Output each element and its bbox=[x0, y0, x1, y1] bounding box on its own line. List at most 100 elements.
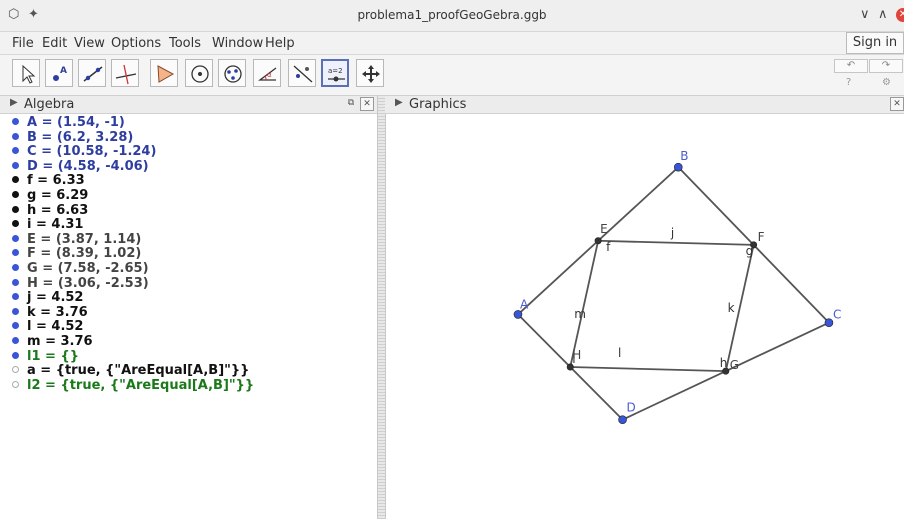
point-F[interactable] bbox=[750, 241, 758, 249]
algebra-row[interactable]: F = (8.39, 1.02) bbox=[12, 246, 141, 261]
graphics-panel-title: Graphics bbox=[409, 97, 467, 112]
algebra-row[interactable]: m = 3.76 bbox=[12, 334, 93, 349]
maximize-icon[interactable]: ∧ bbox=[878, 7, 888, 22]
point-G[interactable] bbox=[722, 367, 730, 375]
menu-file[interactable]: File bbox=[12, 36, 34, 51]
slider-tool-label: a=2 bbox=[328, 67, 343, 75]
algebra-row[interactable]: B = (6.2, 3.28) bbox=[12, 130, 133, 145]
minimize-icon[interactable]: ∨ bbox=[860, 7, 870, 22]
panel-splitter[interactable] bbox=[377, 96, 386, 519]
visibility-toggle-icon[interactable] bbox=[12, 307, 19, 315]
algebra-row[interactable]: g = 6.29 bbox=[12, 188, 88, 203]
point-H[interactable] bbox=[566, 363, 574, 371]
algebra-panel-header: ▶ Algebra ⧉ ✕ bbox=[0, 96, 377, 114]
visibility-toggle-icon[interactable] bbox=[12, 234, 19, 242]
segment-m[interactable] bbox=[569, 240, 600, 368]
visibility-toggle-icon[interactable] bbox=[12, 147, 19, 155]
move-tool-icon[interactable] bbox=[12, 59, 40, 87]
algebra-row-text: H = (3.06, -2.53) bbox=[27, 275, 149, 291]
algebra-row-text: C = (10.58, -1.24) bbox=[27, 144, 157, 160]
perpendicular-line-tool-icon[interactable] bbox=[111, 59, 139, 87]
segment-l[interactable] bbox=[570, 366, 726, 373]
menu-help[interactable]: Help bbox=[265, 36, 295, 51]
geogebra-logo-icon: ⬡ bbox=[8, 7, 20, 22]
close-graphics-icon[interactable]: ✕ bbox=[890, 97, 904, 111]
visibility-toggle-icon[interactable] bbox=[12, 161, 19, 169]
angle-tool-icon[interactable]: α bbox=[253, 59, 281, 87]
menu-edit[interactable]: Edit bbox=[42, 36, 68, 51]
slider-tool-icon[interactable]: a=2 bbox=[321, 59, 349, 87]
visibility-toggle-icon[interactable] bbox=[12, 249, 19, 257]
reflect-tool-icon[interactable] bbox=[288, 59, 316, 87]
polygon-tool-icon[interactable] bbox=[150, 59, 178, 87]
undock-icon[interactable]: ⧉ bbox=[347, 98, 355, 108]
point-D[interactable] bbox=[618, 415, 627, 424]
algebra-row[interactable]: a = {true, {"AreEqual[A,B]"}} bbox=[12, 363, 249, 378]
algebra-row[interactable]: E = (3.87, 1.14) bbox=[12, 232, 141, 247]
collapse-arrow-icon[interactable]: ▶ bbox=[395, 97, 403, 108]
visibility-toggle-icon[interactable] bbox=[12, 176, 19, 184]
algebra-row[interactable]: k = 3.76 bbox=[12, 305, 88, 320]
visibility-toggle-icon[interactable] bbox=[12, 220, 19, 228]
algebra-row[interactable]: f = 6.33 bbox=[12, 173, 85, 188]
algebra-row[interactable]: j = 4.52 bbox=[12, 290, 83, 305]
algebra-row-text: G = (7.58, -2.65) bbox=[27, 261, 149, 276]
visibility-toggle-icon[interactable] bbox=[12, 191, 19, 198]
point-label-E: E bbox=[600, 222, 608, 236]
algebra-row[interactable]: i = 4.31 bbox=[12, 217, 83, 232]
algebra-row[interactable]: C = (10.58, -1.24) bbox=[12, 144, 156, 159]
close-algebra-icon[interactable]: ✕ bbox=[360, 97, 374, 111]
algebra-row[interactable]: A = (1.54, -1) bbox=[12, 115, 125, 130]
collapse-arrow-icon[interactable]: ▶ bbox=[10, 97, 18, 108]
algebra-row-text: D = (4.58, -4.06) bbox=[27, 158, 149, 174]
menu-window[interactable]: Window bbox=[212, 36, 264, 51]
point-A[interactable] bbox=[513, 310, 523, 319]
menu-tools[interactable]: Tools bbox=[169, 36, 202, 51]
visibility-toggle-icon[interactable] bbox=[12, 278, 19, 286]
algebra-row-text: E = (3.87, 1.14) bbox=[27, 231, 142, 247]
close-window-button[interactable]: ✕ bbox=[896, 8, 904, 22]
algebra-row-text: h = 6.63 bbox=[27, 202, 89, 218]
point-B[interactable] bbox=[673, 162, 683, 172]
sign-in-button[interactable]: Sign in bbox=[846, 32, 904, 54]
settings-gear-icon[interactable]: ⚙ bbox=[882, 77, 891, 88]
move-graphics-view-tool-icon[interactable] bbox=[356, 59, 384, 87]
algebra-row-text: B = (6.2, 3.28) bbox=[27, 129, 134, 145]
algebra-row[interactable]: h = 6.63 bbox=[12, 203, 88, 218]
visibility-toggle-icon[interactable] bbox=[12, 380, 19, 388]
algebra-row[interactable]: G = (7.58, -2.65) bbox=[12, 261, 149, 276]
visibility-toggle-icon[interactable] bbox=[12, 351, 19, 359]
point-E[interactable] bbox=[594, 237, 602, 245]
svg-text:A: A bbox=[60, 66, 67, 76]
redo-button[interactable]: ↷ bbox=[869, 59, 903, 73]
algebra-row[interactable]: D = (4.58, -4.06) bbox=[12, 159, 149, 174]
visibility-toggle-icon[interactable] bbox=[12, 132, 19, 140]
point-label-C: C bbox=[833, 308, 841, 322]
segment-j[interactable] bbox=[598, 239, 754, 246]
circle-tool-icon[interactable] bbox=[185, 59, 213, 87]
menu-options[interactable]: Options bbox=[111, 36, 162, 51]
visibility-toggle-icon[interactable] bbox=[12, 264, 19, 271]
undo-button[interactable]: ↶ bbox=[834, 59, 868, 73]
algebra-row[interactable]: l = 4.52 bbox=[12, 319, 83, 334]
algebra-row[interactable]: l1 = {} bbox=[12, 349, 79, 364]
visibility-toggle-icon[interactable] bbox=[12, 366, 19, 374]
algebra-row[interactable]: l2 = {true, {"AreEqual[A,B]"}} bbox=[12, 378, 254, 393]
visibility-toggle-icon[interactable] bbox=[12, 293, 19, 301]
pin-icon[interactable]: ✦ bbox=[28, 7, 39, 22]
menu-view[interactable]: View bbox=[74, 36, 105, 51]
point-tool-icon[interactable]: A bbox=[45, 59, 73, 87]
visibility-toggle-icon[interactable] bbox=[12, 118, 19, 125]
line-tool-icon[interactable] bbox=[78, 59, 106, 87]
visibility-toggle-icon[interactable] bbox=[12, 337, 19, 344]
graphics-panel-header: ▶ Graphics ✕ bbox=[385, 96, 904, 114]
segment-k[interactable] bbox=[724, 244, 755, 372]
visibility-toggle-icon[interactable] bbox=[12, 322, 19, 330]
point-C[interactable] bbox=[824, 318, 834, 327]
algebra-row[interactable]: H = (3.06, -2.53) bbox=[12, 276, 149, 291]
visibility-toggle-icon[interactable] bbox=[12, 205, 19, 213]
help-icon[interactable]: ? bbox=[846, 77, 852, 88]
circle-three-points-tool-icon[interactable] bbox=[218, 59, 246, 87]
